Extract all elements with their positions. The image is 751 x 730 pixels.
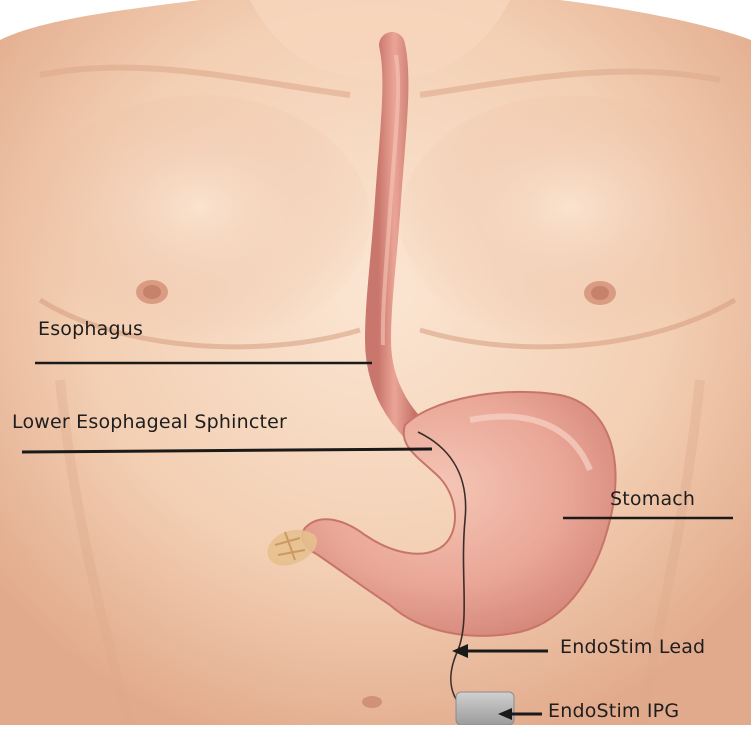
navel-icon [362,696,382,708]
left-pectoral [30,95,370,345]
right-pectoral [400,95,740,345]
left-nipple-inner [143,285,161,299]
esophagus-label: Esophagus [38,318,143,340]
endostim-lead-label: EndoStim Lead [560,636,705,658]
stomach-label: Stomach [610,488,695,510]
lower-esophageal-sphincter-label: Lower Esophageal Sphincter [12,411,287,433]
right-nipple-inner [591,286,609,300]
endostim-ipg-device [456,692,514,725]
endostim-ipg-label: EndoStim IPG [548,700,679,722]
